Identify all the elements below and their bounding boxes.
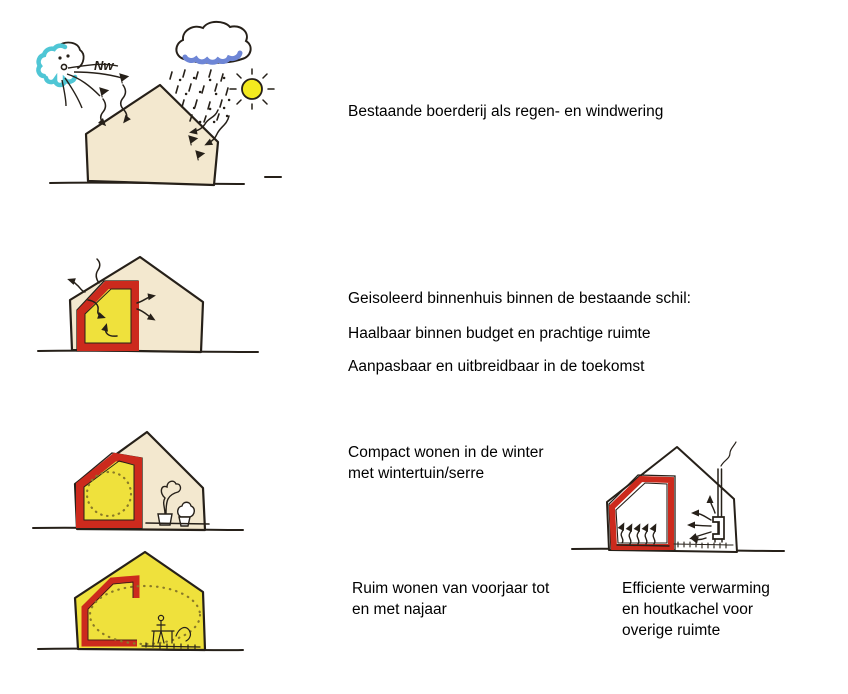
insulation-inner-outline — [84, 288, 132, 344]
sketch-spacious-summer — [37, 550, 244, 652]
floor-hatching — [141, 642, 201, 650]
insulated-core — [77, 281, 139, 351]
caption-compact-winter: Compact wonen in de winter met wintertui… — [348, 442, 544, 484]
wind-cloud-icon: Nw — [36, 41, 123, 109]
wood-stove — [712, 516, 725, 543]
insulation-inner-outline — [615, 482, 668, 544]
wind-deflection-arrows — [97, 73, 230, 161]
caption-stove-heating: Efficiente verwarming en houtkachel voor… — [622, 578, 770, 641]
insulation-band-outline — [87, 581, 137, 641]
radiating-heat-arrows — [687, 495, 716, 544]
rain-lines — [169, 69, 229, 123]
rain-dots — [178, 76, 231, 124]
sketch-compact-winter — [32, 430, 244, 532]
insulation-band — [608, 475, 674, 550]
insulation-inner-outline — [83, 460, 135, 521]
caption-line: Efficiente verwarming — [622, 580, 770, 597]
caption-line: Compact wonen in de winter — [348, 444, 544, 461]
insulation-band — [81, 575, 140, 647]
winter-garden-plants — [145, 480, 210, 527]
sketch-existing-farm: Nw — [36, 20, 282, 187]
cloud-eye — [58, 56, 62, 60]
caption-existing-farm: Bestaande boerderij als regen- en windwe… — [348, 103, 664, 120]
rising-heat-arrows — [616, 522, 670, 547]
caption-insulated-core-line2: Haalbaar binnen budget en prachtige ruim… — [348, 325, 651, 342]
sketch-insulated-core — [37, 255, 259, 354]
caption-insulated-core-line3: Aanpasbaar en uitbreidbaar in de toekoms… — [348, 358, 645, 375]
rain-cloud-icon — [175, 20, 252, 65]
floor-hatching — [673, 541, 734, 549]
person-at-table — [151, 614, 192, 644]
sketch-stove-heating — [571, 441, 785, 553]
caption-line: en met najaar — [352, 601, 447, 618]
caption-line: overige ruimte — [622, 622, 721, 639]
smoke-line — [720, 441, 737, 467]
house-shell — [73, 550, 207, 652]
caption-line: Ruim wonen van voorjaar tot — [352, 580, 550, 597]
caption-insulated-core-line1: Geisoleerd binnenhuis binnen de bestaand… — [348, 290, 691, 307]
heat-flow-arrows — [67, 258, 156, 337]
living-zone-dotted — [85, 470, 133, 518]
cloud-eye — [66, 54, 70, 58]
house-shell — [84, 83, 220, 187]
sun-icon — [229, 68, 275, 110]
insulated-core — [76, 452, 142, 528]
caption-spacious-summer: Ruim wonen van voorjaar tot en met najaa… — [352, 578, 549, 620]
living-zone-dotted — [88, 584, 202, 646]
caption-line: met wintertuin/serre — [348, 465, 485, 482]
blow-lines — [61, 63, 123, 109]
cloud-mouth — [60, 63, 68, 71]
caption-line: en houtkachel voor — [622, 601, 753, 618]
wind-direction-label: Nw — [94, 58, 114, 73]
